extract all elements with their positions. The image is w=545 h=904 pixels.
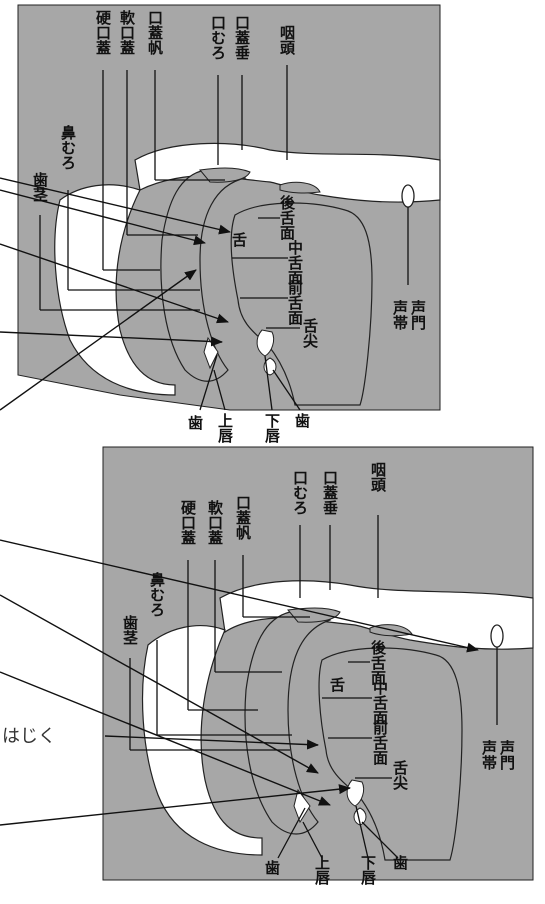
bottom-upper-lip (244, 610, 332, 835)
top-velum (199, 167, 251, 183)
bottom-diagram: 硬口蓋 軟口蓋 口蓋帆 口むろ 口蓋垂 咽頭 歯茎 鼻むろ 舌 後舌面 中舌面 … (102, 446, 534, 886)
top-label-tongue-tip: 舌尖 (301, 317, 319, 349)
arrow-9 (104, 735, 319, 750)
bottom-label-hard-palate: 硬口蓋 (179, 500, 197, 545)
bottom-label-front-tongue: 前舌面 (371, 719, 389, 766)
bottom-oral-cavity (141, 625, 263, 856)
bottom-label-soft-palate: 軟口蓋 (206, 499, 224, 545)
top-uvula (279, 181, 321, 194)
bottom-teeth-upper (293, 788, 311, 824)
arrow-5 (0, 269, 197, 411)
bottom-label-pharynx: 咽頭 (369, 462, 387, 493)
top-teeth-upper (203, 336, 219, 370)
bottom-label-alveolar: 歯茎 (121, 614, 139, 645)
top-label-velum: 口蓋帆 (146, 10, 164, 56)
bottom-label-teeth-lower: 歯 (391, 854, 409, 871)
bottom-labels: 硬口蓋 軟口蓋 口蓋帆 口むろ 口蓋垂 咽頭 歯茎 鼻むろ 舌 後舌面 中舌面 … (121, 462, 516, 886)
arrow-10 (0, 784, 351, 826)
bottom-label-nasal-cavity: 鼻むろ (148, 571, 166, 617)
bottom-label-lower-lip: 下唇 (359, 855, 377, 886)
arrow-6 (0, 539, 479, 653)
top-label-front-tongue: 前舌面 (286, 279, 304, 326)
bottom-label-glottis: 声門 (498, 739, 516, 771)
top-vocal-fold (401, 184, 415, 208)
top-lower-lip (256, 329, 275, 357)
bottom-label-upper-lip: 上唇 (313, 855, 331, 886)
top-label-teeth-lower: 歯 (293, 412, 311, 429)
top-diagram: 硬口蓋 軟口蓋 口蓋帆 口むろ 口蓋垂 咽頭 歯茎 鼻むろ 舌 後舌面 中舌面 … (17, 4, 441, 444)
bottom-label-teeth-upper: 歯 (263, 859, 281, 876)
top-label-uvula-hang: 口蓋垂 (233, 15, 251, 60)
margin-text: はじく (2, 726, 56, 747)
arrow-2 (0, 189, 206, 246)
top-label-mid-tongue: 中舌面 (286, 239, 304, 286)
arrow-4 (0, 331, 223, 347)
bottom-label-tongue-tip: 舌尖 (391, 759, 409, 791)
arrow-3 (0, 243, 229, 324)
bottom-velum (287, 607, 341, 623)
bottom-label-velum: 口蓋帆 (234, 495, 252, 541)
top-label-upper-lip: 上唇 (216, 413, 234, 444)
bottom-tongue (318, 647, 463, 861)
bottom-leaders (129, 515, 498, 859)
top-labels: 硬口蓋 軟口蓋 口蓋帆 口むろ 口蓋垂 咽頭 歯茎 鼻むろ 舌 後舌面 中舌面 … (31, 9, 427, 444)
top-label-soft-palate: 軟口蓋 (118, 9, 136, 55)
bottom-label-uvula: 口むろ (291, 470, 309, 515)
top-label-teeth-upper: 歯 (186, 414, 204, 431)
top-label-glottis: 声門 (409, 299, 427, 331)
bottom-vocal-fold (490, 624, 504, 648)
top-label-vocal-cords: 声帯 (391, 299, 409, 331)
top-label-uvula: 口むろ (209, 15, 227, 60)
bottom-label-mid-tongue: 中舌面 (371, 679, 389, 726)
top-label-lower-lip: 下唇 (263, 413, 281, 444)
bottom-label-tongue: 舌 (330, 676, 345, 694)
top-label-hard-palate: 硬口蓋 (94, 10, 112, 55)
arrow-1 (0, 177, 231, 235)
top-label-pharynx: 咽頭 (278, 25, 296, 56)
bottom-label-uvula-hang: 口蓋垂 (321, 470, 339, 515)
top-tongue (230, 202, 373, 406)
bottom-label-back-tongue: 後舌面 (369, 639, 387, 686)
top-label-back-tongue: 後舌面 (278, 194, 296, 241)
top-label-nasal-cavity: 鼻むろ (59, 124, 77, 170)
top-leaders (39, 65, 409, 411)
bottom-label-vocal-cords: 声帯 (480, 739, 498, 771)
pointer-arrows (0, 177, 479, 826)
top-label-tongue: 舌 (232, 231, 247, 249)
